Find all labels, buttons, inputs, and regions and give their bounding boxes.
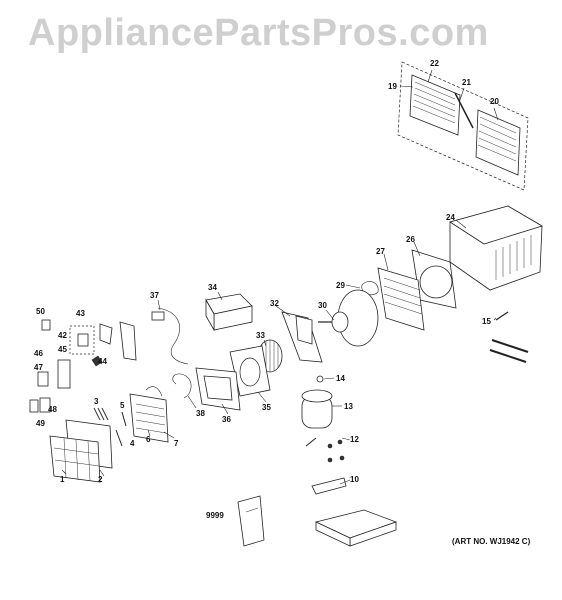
front-grille-2	[49, 419, 113, 483]
callout-9999: 9999	[206, 511, 224, 520]
callout-33: 33	[256, 331, 265, 340]
watermark-logo: AppliancePartsPros.com	[28, 12, 489, 54]
callout-1: 1	[60, 475, 65, 484]
callout-44: 44	[98, 357, 107, 366]
callout-2: 2	[98, 475, 103, 484]
callout-22: 22	[430, 59, 439, 68]
callout-10: 10	[350, 475, 359, 484]
leader-lines	[61, 69, 499, 485]
scroll-housing-35	[229, 345, 271, 397]
cabinet-24	[449, 205, 543, 291]
callout-50: 50	[36, 307, 45, 316]
callout-5: 5	[120, 401, 125, 410]
callout-labels: 22 21 19 20 24 26 27 29 30 32 33 34 37 3…	[34, 59, 499, 520]
callout-27: 27	[376, 247, 385, 256]
callout-42: 42	[58, 331, 67, 340]
callout-14: 14	[336, 374, 345, 383]
evaporator-6	[129, 386, 169, 443]
callout-21: 21	[462, 78, 471, 87]
callout-13: 13	[344, 402, 353, 411]
condenser-coil-27	[377, 267, 425, 331]
control-parts	[29, 319, 137, 413]
callout-12: 12	[350, 435, 359, 444]
callout-36: 36	[222, 415, 231, 424]
motor-bracket-32	[281, 311, 323, 363]
fan-blade-30	[318, 289, 379, 347]
callout-37: 37	[150, 291, 159, 300]
callout-7: 7	[174, 439, 179, 448]
callout-26: 26	[406, 235, 415, 244]
callout-43: 43	[76, 309, 85, 318]
callout-32: 32	[270, 299, 279, 308]
callout-19: 19	[388, 82, 397, 91]
side-panel-assembly	[397, 61, 529, 191]
literature-9999	[237, 495, 265, 547]
callout-30: 30	[318, 301, 327, 310]
callout-46: 46	[34, 349, 43, 358]
callout-48: 48	[48, 405, 57, 414]
callout-4: 4	[130, 439, 135, 448]
callout-47: 47	[34, 363, 43, 372]
art-number: (ART NO. WJ1942 C)	[452, 537, 531, 546]
small-parts-3-5	[93, 407, 127, 447]
callout-35: 35	[262, 403, 271, 412]
callout-38: 38	[196, 409, 205, 418]
callout-34: 34	[208, 283, 217, 292]
orifice-36	[195, 367, 241, 411]
base-pan	[311, 477, 398, 547]
compressor-13	[301, 389, 333, 429]
callout-29: 29	[336, 281, 345, 290]
callout-3: 3	[94, 397, 99, 406]
callout-24: 24	[446, 213, 455, 222]
callout-15: 15	[482, 317, 491, 326]
callout-45: 45	[58, 345, 67, 354]
callout-20: 20	[490, 97, 499, 106]
callout-6: 6	[146, 435, 151, 444]
loop-tube-38	[172, 373, 192, 399]
top-cover-34	[205, 293, 253, 332]
fittings	[305, 311, 529, 463]
tubing-37	[151, 307, 189, 365]
callout-49: 49	[36, 419, 45, 428]
